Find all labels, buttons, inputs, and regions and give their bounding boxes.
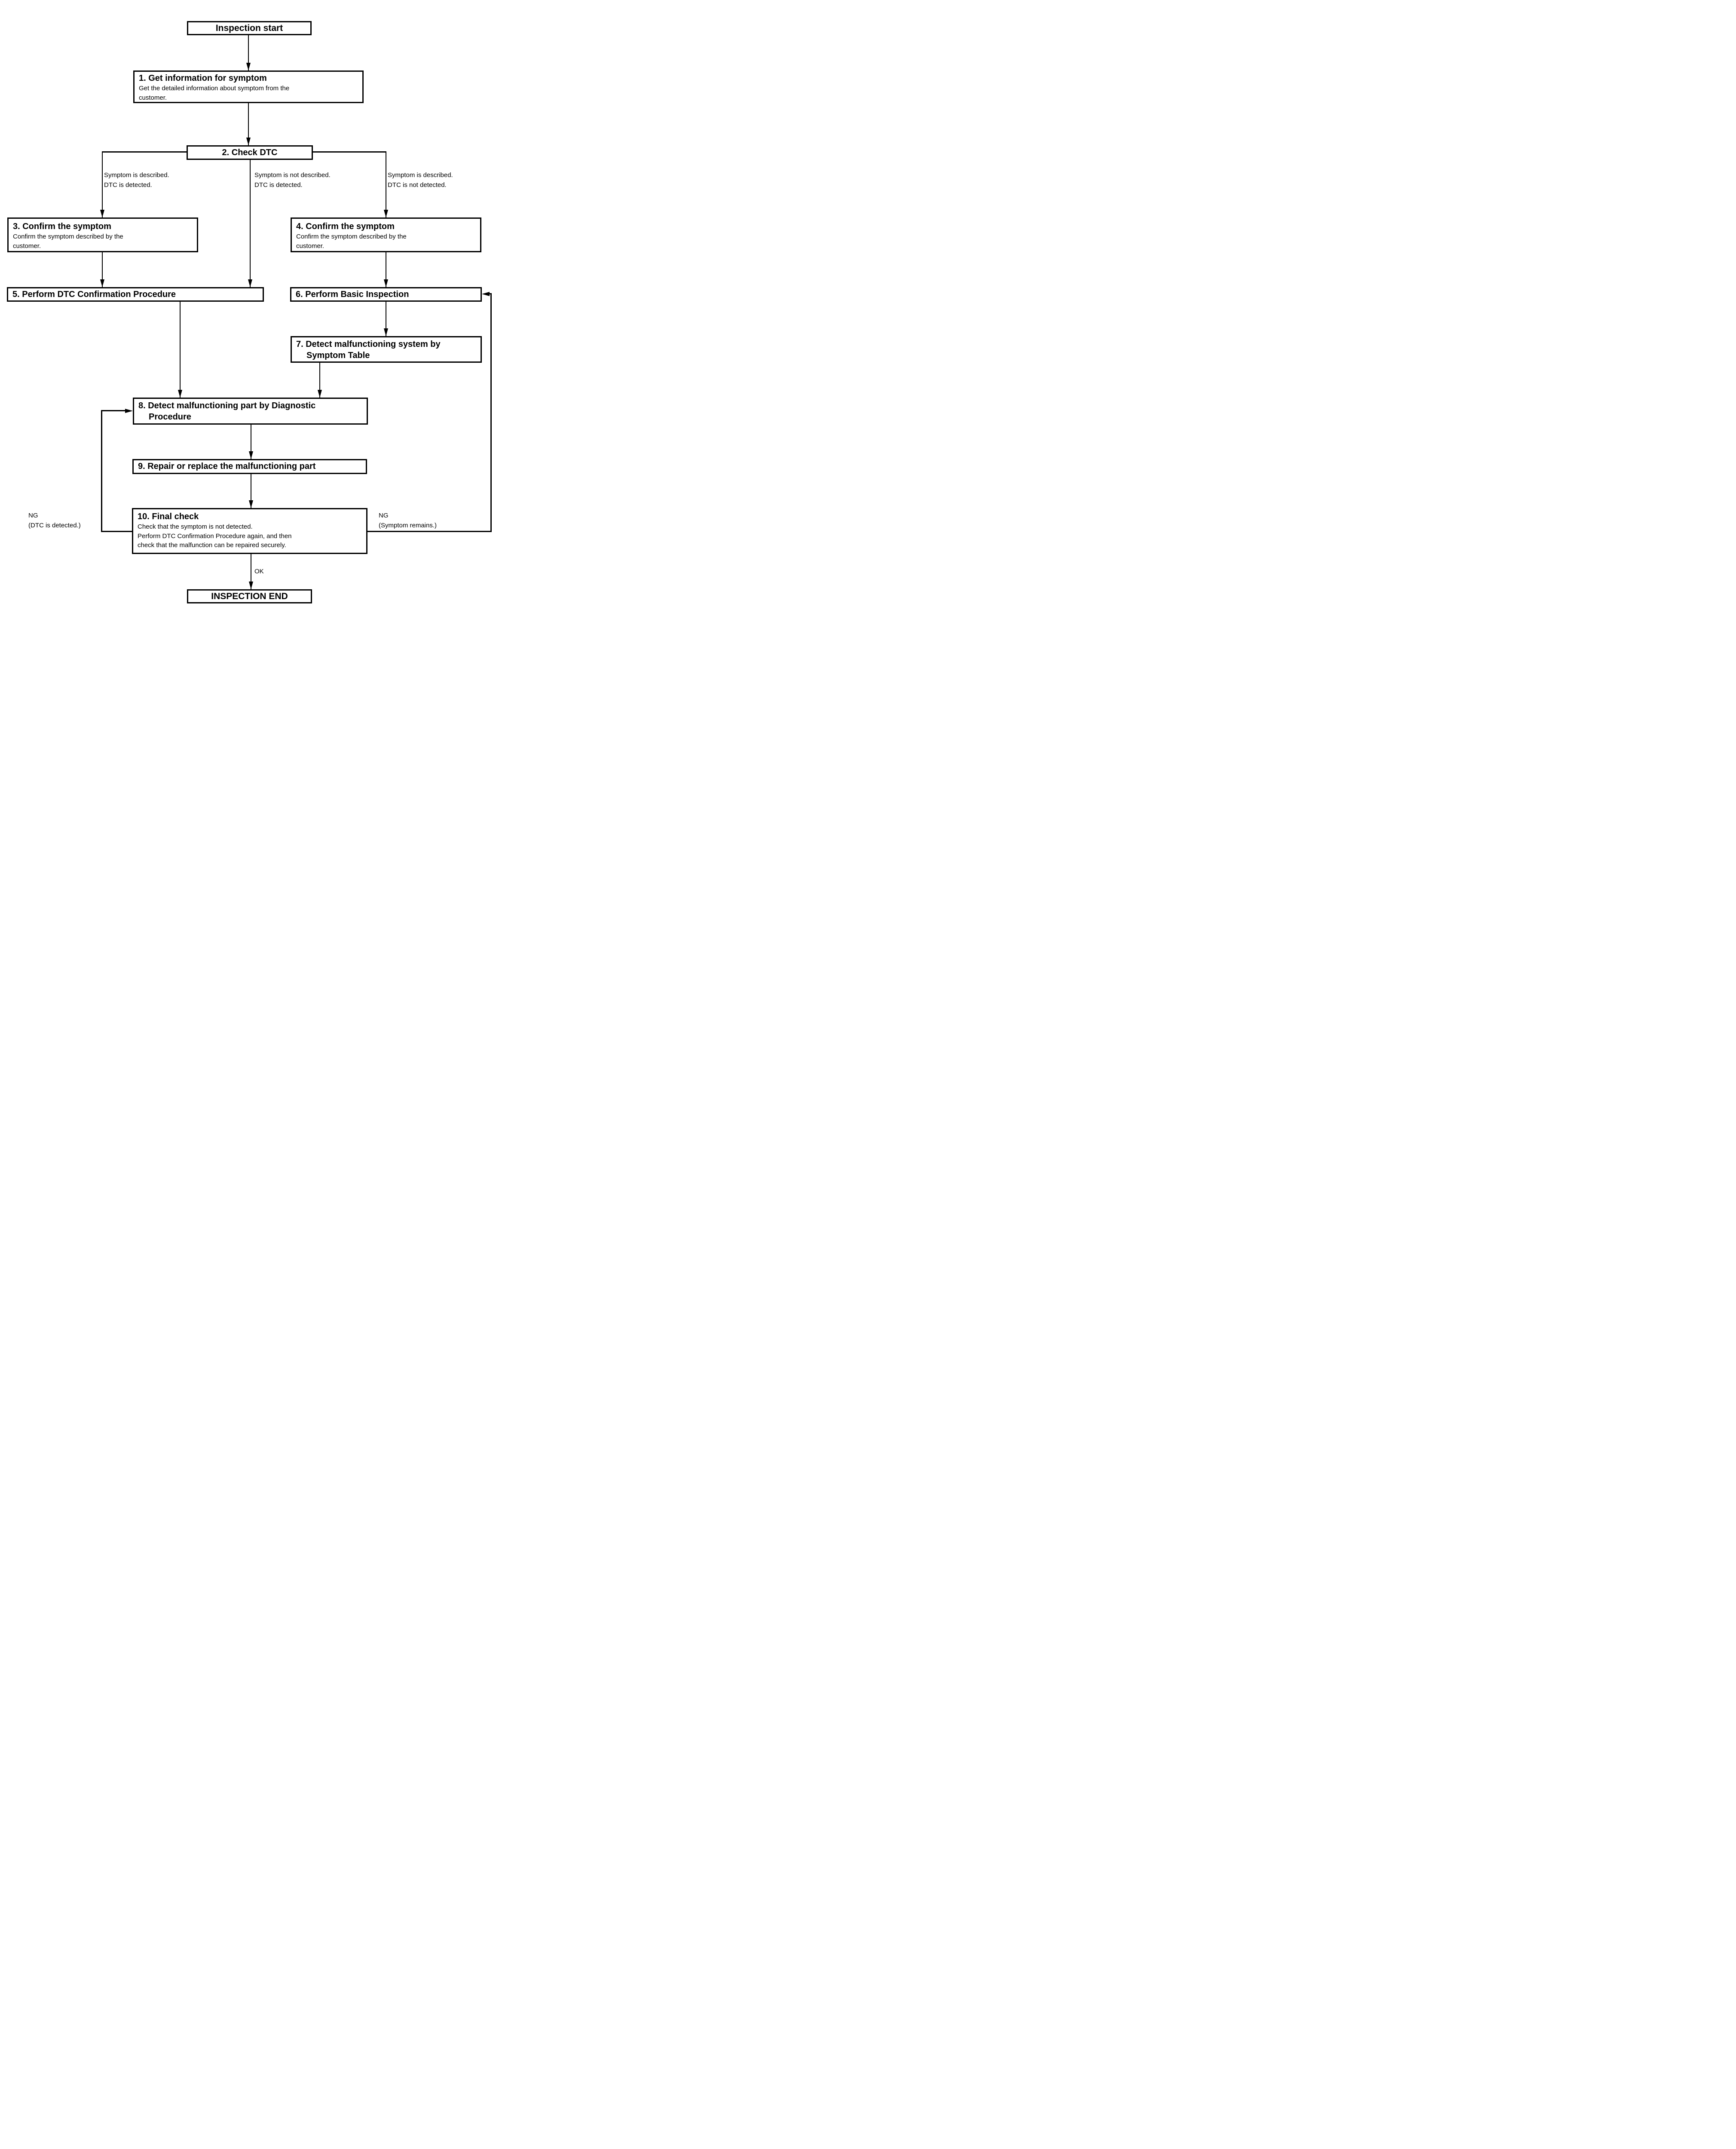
loop-left-top — [101, 410, 126, 411]
box-1-get-information: 1. Get information for symptom Get the d… — [133, 70, 364, 103]
ng-right-line-1: NG — [379, 512, 389, 519]
arrowhead-7-into-8 — [318, 390, 322, 398]
ok-label: OK — [254, 568, 264, 575]
arrowhead-into-1 — [246, 63, 251, 70]
connector-3-to-5 — [102, 252, 103, 287]
box-inspection-start: Inspection start — [187, 21, 312, 35]
box-8-detect-part: 8. Detect malfunctioning part by Diagnos… — [133, 398, 368, 425]
arrowhead-into-3 — [100, 210, 104, 217]
box-1-title: 1. Get information for symptom — [139, 73, 267, 83]
box-6-basic-inspection: 6. Perform Basic Inspection — [290, 287, 482, 302]
loop-left-vertical — [101, 410, 102, 532]
branch-label-right-line-1: Symptom is described. — [388, 171, 453, 179]
box-4-body-line-1: Confirm the symptom described by the — [296, 233, 407, 240]
box-3-title: 3. Confirm the symptom — [13, 222, 111, 231]
box-10-title: 10. Final check — [138, 512, 199, 521]
branch-label-right: Symptom is described. DTC is not detecte… — [388, 170, 453, 190]
ng-right-label: NG (Symptom remains.) — [379, 511, 437, 530]
connector-1-to-2 — [248, 103, 249, 145]
box-8-title-line-2: Procedure — [149, 412, 191, 422]
connector-branch-left-to-3 — [102, 151, 103, 217]
branch-label-left: Symptom is described. DTC is detected. — [104, 170, 169, 190]
box-3-body-line-1: Confirm the symptom described by the — [13, 233, 123, 240]
box-7-detect-system: 7. Detect malfunctioning system by Sympt… — [291, 336, 482, 363]
box-10-body-line-3: check that the malfunction can be repair… — [138, 542, 286, 549]
arrowhead-into-6 — [384, 279, 388, 287]
connector-2-to-5 — [250, 159, 251, 287]
box-2-check-dtc: 2. Check DTC — [187, 145, 313, 160]
box-3-body-line-2: customer. — [13, 242, 41, 250]
arrowhead-3-into-5 — [100, 279, 104, 287]
ng-left-line-1: NG — [28, 512, 38, 519]
ng-left-line-2: (DTC is detected.) — [28, 522, 81, 529]
arrowhead-into-10 — [249, 500, 253, 508]
loop-right-vertical — [490, 293, 492, 532]
branch-label-middle-line-2: DTC is detected. — [254, 181, 303, 189]
branch-line-right — [313, 151, 386, 153]
arrowhead-into-4 — [384, 210, 388, 217]
branch-label-right-line-2: DTC is not detected. — [388, 181, 447, 189]
box-4-title: 4. Confirm the symptom — [296, 222, 395, 231]
arrowhead-2-into-5 — [248, 279, 252, 287]
ng-left-label: NG (DTC is detected.) — [28, 511, 81, 530]
arrowhead-loop-into-8 — [125, 409, 133, 413]
connector-5-to-8 — [180, 301, 181, 398]
branch-label-left-line-2: DTC is detected. — [104, 181, 152, 189]
loop-left-bottom — [101, 531, 132, 532]
box-10-final-check: 10. Final check Check that the symptom i… — [132, 508, 367, 554]
box-4-body-line-2: customer. — [296, 242, 325, 250]
box-7-title-line-2: Symptom Table — [306, 351, 370, 360]
box-1-body-line-1: Get the detailed information about sympt… — [139, 85, 290, 92]
arrowhead-into-2 — [246, 138, 251, 145]
arrowhead-into-end — [249, 582, 253, 589]
loop-right-top — [490, 293, 492, 294]
ng-right-line-2: (Symptom remains.) — [379, 522, 437, 529]
arrowhead-into-7 — [384, 328, 388, 336]
arrowhead-into-9 — [249, 451, 253, 459]
box-4-confirm-symptom: 4. Confirm the symptom Confirm the sympt… — [291, 217, 481, 252]
box-inspection-end: INSPECTION END — [187, 589, 312, 603]
branch-label-middle: Symptom is not described. DTC is detecte… — [254, 170, 331, 190]
box-9-repair-replace: 9. Repair or replace the malfunctioning … — [132, 459, 367, 474]
box-10-body-line-2: Perform DTC Confirmation Procedure again… — [138, 532, 292, 540]
box-1-body-line-2: customer. — [139, 94, 167, 101]
box-10-body-line-1: Check that the symptom is not detected. — [138, 523, 253, 530]
arrowhead-5-into-8 — [178, 390, 182, 398]
box-8-title-line-1: 8. Detect malfunctioning part by Diagnos… — [138, 401, 316, 410]
branch-label-left-line-1: Symptom is described. — [104, 171, 169, 179]
connector-7-to-8 — [319, 362, 320, 398]
arrowhead-loop-into-6 — [482, 292, 490, 296]
branch-line-left — [102, 151, 187, 153]
box-3-confirm-symptom: 3. Confirm the symptom Confirm the sympt… — [7, 217, 198, 252]
box-7-title-line-1: 7. Detect malfunctioning system by — [296, 340, 441, 349]
box-5-dtc-confirmation: 5. Perform DTC Confirmation Procedure — [7, 287, 264, 302]
connector-start-to-1 — [248, 35, 249, 70]
diagnostic-flowchart: Inspection start 1. Get information for … — [0, 0, 496, 672]
branch-label-middle-line-1: Symptom is not described. — [254, 171, 331, 179]
loop-right-bottom — [367, 531, 492, 532]
